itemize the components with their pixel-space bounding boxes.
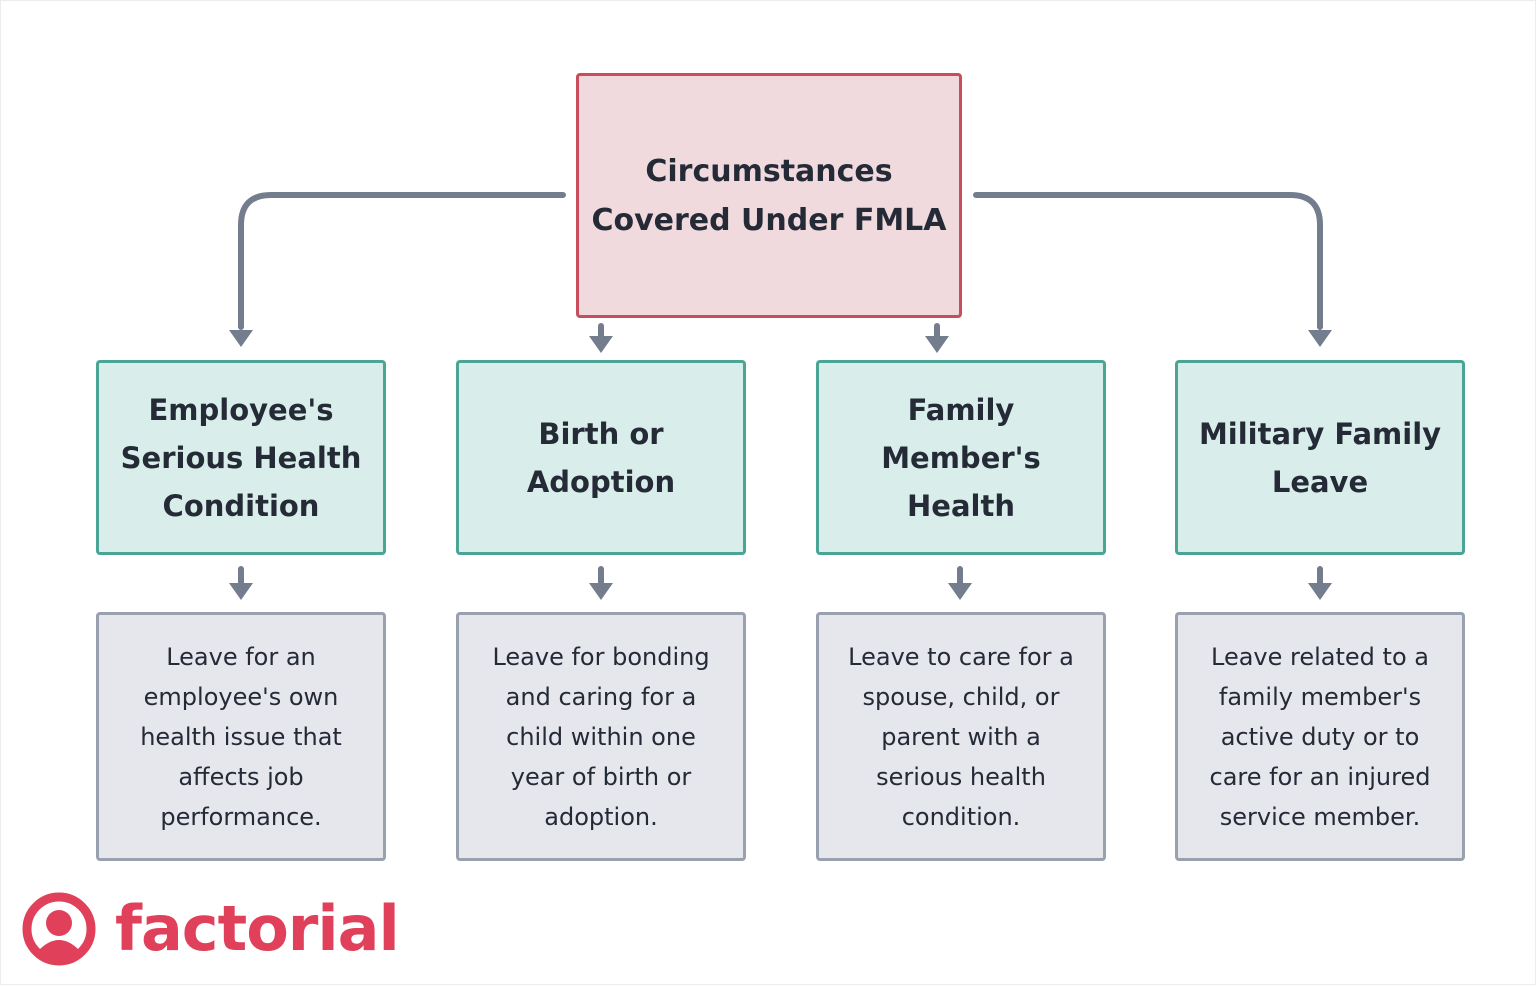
root-node: Circumstances Covered Under FMLA	[576, 73, 962, 318]
description-family-health: Leave to care for a spouse, child, or pa…	[816, 612, 1106, 861]
description-text: Leave to care for a spouse, child, or pa…	[848, 642, 1074, 831]
category-label: Military Family Leave	[1198, 416, 1442, 499]
description-text: Leave for bonding and caring for a child…	[492, 642, 710, 831]
category-family-health: Family Member's Health	[816, 360, 1106, 555]
category-military-leave: Military Family Leave	[1175, 360, 1465, 555]
person-circle-logo-icon	[22, 892, 96, 966]
category-birth-adoption: Birth or Adoption	[456, 360, 746, 555]
arrowhead-military-leave	[1308, 330, 1332, 347]
arrowhead-employee-health	[229, 330, 253, 347]
category-label: Family Member's Health	[881, 392, 1041, 523]
description-text: Leave for an employee's own health issue…	[140, 642, 342, 831]
description-employee-health: Leave for an employee's own health issue…	[96, 612, 386, 861]
arrowhead-family-health	[925, 336, 949, 353]
arrowhead-birth-adoption	[589, 336, 613, 353]
arrowhead-military-leave-desc	[1308, 583, 1332, 600]
arrowhead-birth-adoption-desc	[589, 583, 613, 600]
category-employee-health: Employee's Serious Health Condition	[96, 360, 386, 555]
factorial-logo: factorial	[21, 889, 400, 969]
connector-root-to-military-leave	[973, 192, 1323, 330]
category-label: Birth or Adoption	[526, 416, 676, 499]
description-military-leave: Leave related to a family member's activ…	[1175, 612, 1465, 861]
root-node-label: Circumstances Covered Under FMLA	[591, 153, 947, 238]
description-text: Leave related to a family member's activ…	[1209, 642, 1431, 831]
arrowhead-employee-health-desc	[229, 583, 253, 600]
description-birth-adoption: Leave for bonding and caring for a child…	[456, 612, 746, 861]
logo-wordmark: factorial	[115, 892, 400, 965]
category-label: Employee's Serious Health Condition	[120, 392, 362, 523]
connector-root-to-employee-health	[238, 192, 566, 330]
arrowhead-family-health-desc	[948, 583, 972, 600]
